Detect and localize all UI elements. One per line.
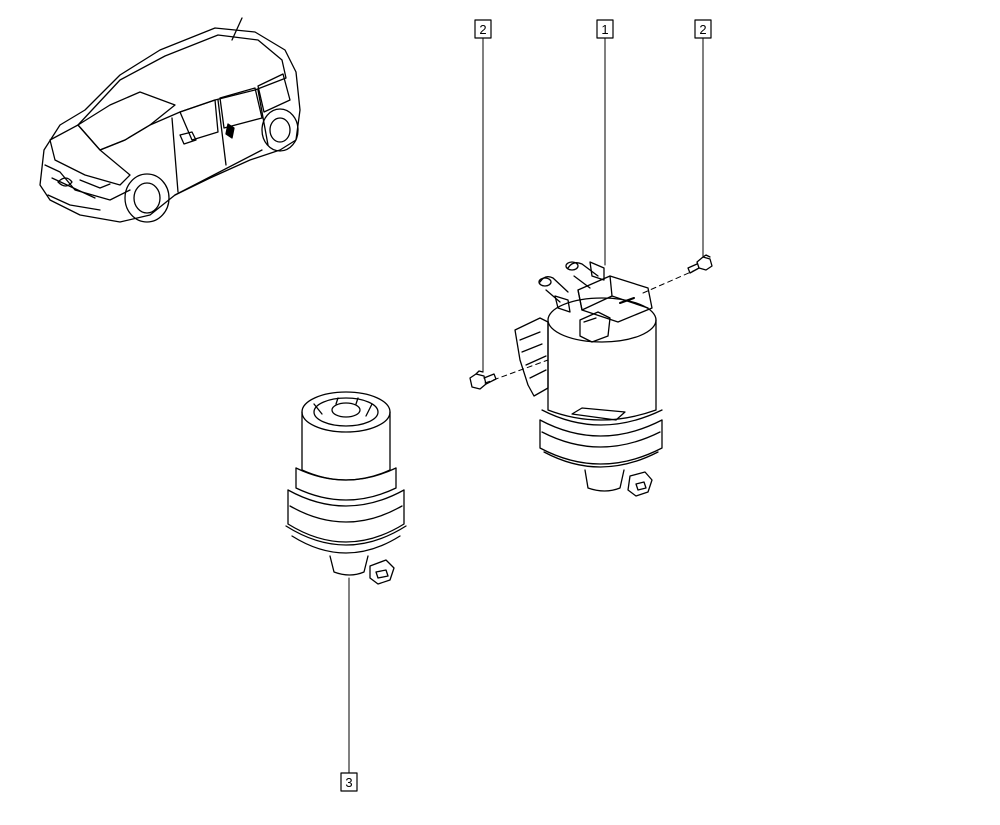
bolt-icon — [469, 370, 497, 390]
bolt-icon — [687, 254, 713, 274]
callout-3: 3 — [340, 772, 358, 792]
leader-lines — [348, 37, 704, 774]
bolt-right-axis — [642, 267, 701, 294]
callout-label-2-left: 2 — [479, 22, 486, 37]
callout-2-left: 2 — [474, 19, 492, 39]
fuel-filter-housing-icon — [514, 261, 663, 497]
callout-label-1: 1 — [601, 22, 608, 37]
callout-2-right: 2 — [694, 19, 712, 39]
callout-label-2-right: 2 — [699, 22, 706, 37]
callout-label-3: 3 — [345, 775, 352, 790]
car-illustration-icon — [39, 17, 301, 223]
callout-1: 1 — [596, 19, 614, 39]
fuel-filter-cartridge-icon — [285, 391, 407, 585]
